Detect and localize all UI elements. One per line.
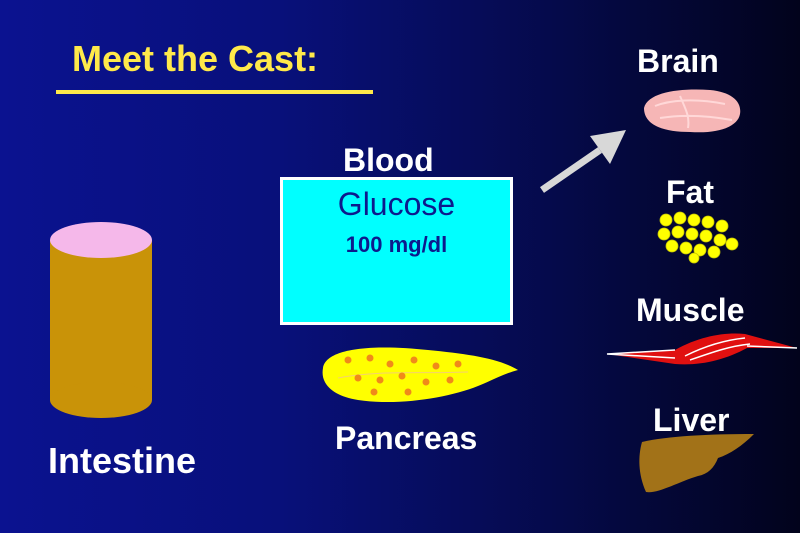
title-underline [56, 90, 373, 94]
blood-glucose-box: Glucose 100 mg/dl [280, 177, 513, 325]
brain-label: Brain [637, 43, 719, 79]
fat-label: Fat [666, 174, 714, 210]
fat-cells-icon [657, 211, 739, 264]
slide-title: Meet the Cast: [72, 38, 319, 79]
muscle-label: Muscle [636, 292, 745, 328]
intestine-top [50, 222, 152, 258]
glucose-value: 100 mg/dl [345, 232, 448, 257]
intestine-cylinder-icon [50, 222, 152, 418]
brain-icon [644, 89, 741, 133]
pancreas-icon [322, 347, 518, 403]
pancreas-label: Pancreas [335, 420, 478, 456]
intestine-body [50, 240, 152, 400]
liver-label: Liver [653, 402, 730, 438]
glucose-label: Glucose [337, 186, 456, 222]
intestine-bottom [50, 382, 152, 418]
muscle-icon [606, 333, 798, 365]
intestine-label: Intestine [48, 440, 197, 481]
liver-icon [639, 434, 754, 493]
arrow-icon [540, 130, 626, 193]
blood-label: Blood [343, 142, 434, 178]
